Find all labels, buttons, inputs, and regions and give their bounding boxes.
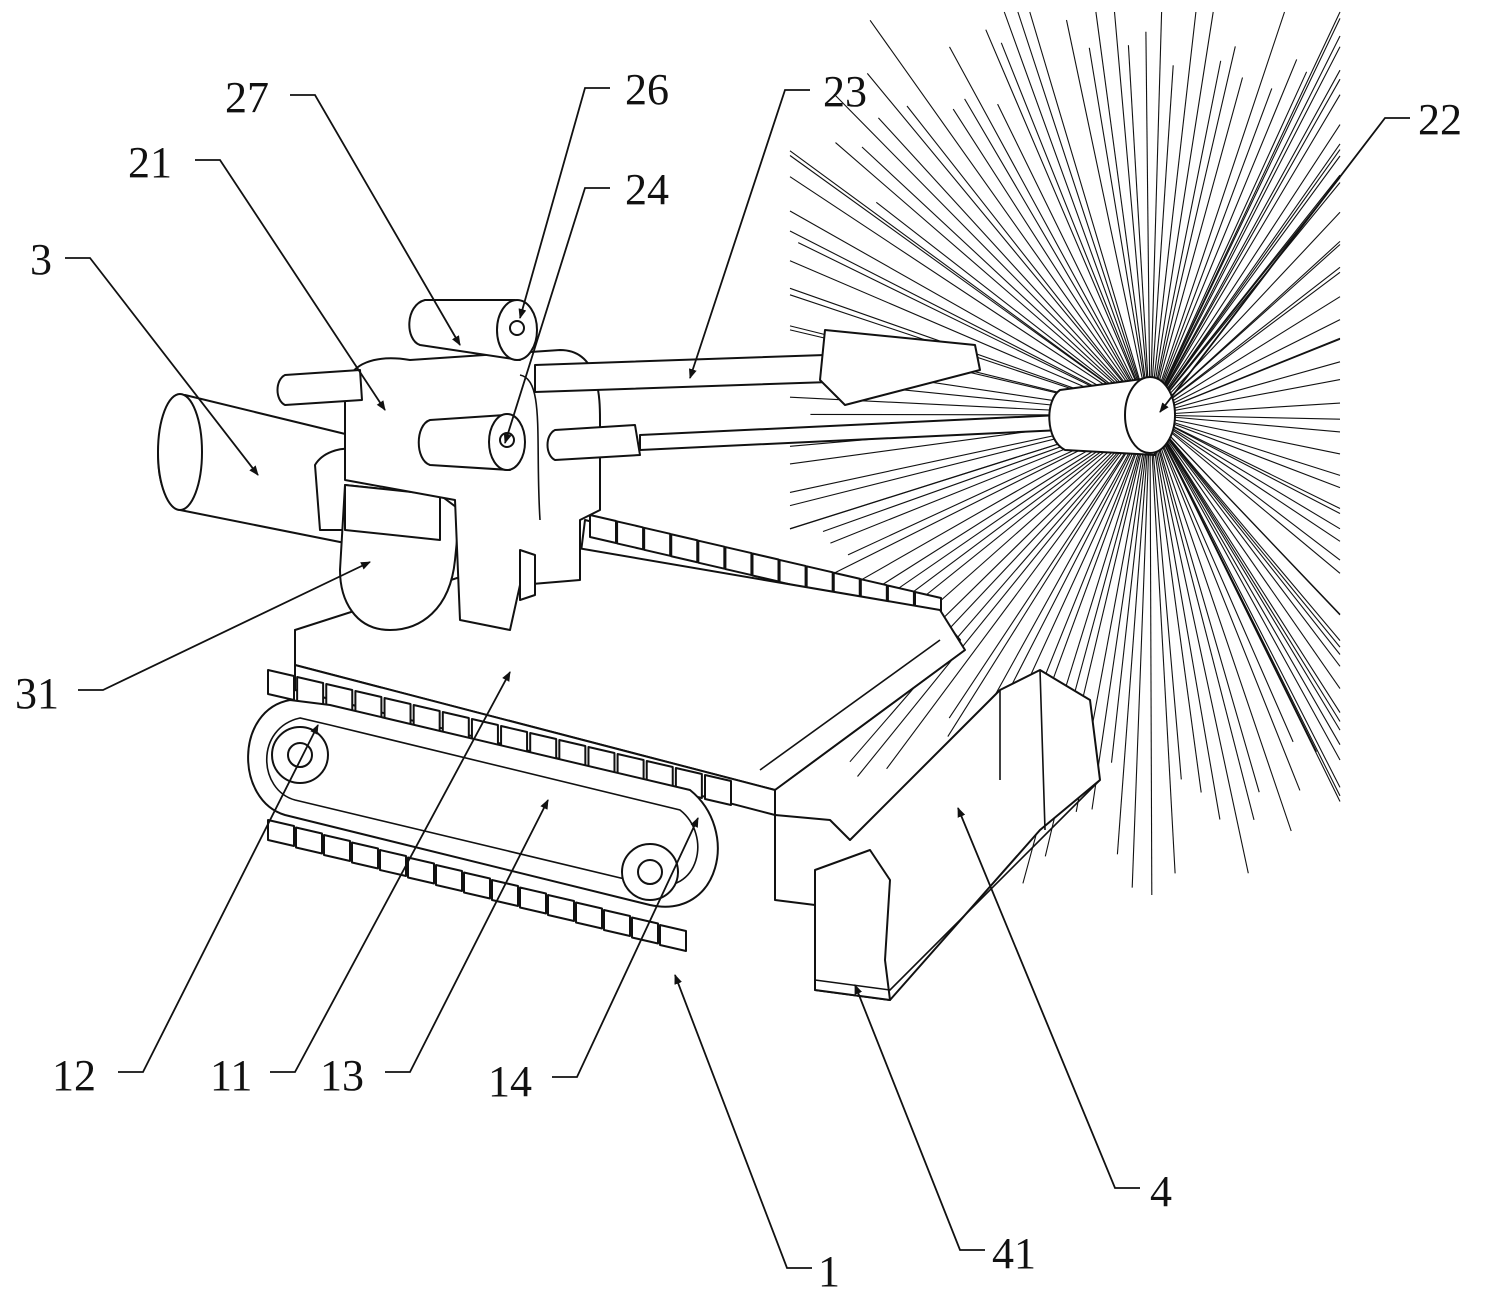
motor-cylinder xyxy=(157,393,371,546)
leader-lines xyxy=(65,87,1410,1269)
front-cylinder xyxy=(417,413,526,471)
upper-rod xyxy=(534,329,981,406)
arm-housing xyxy=(344,349,601,631)
ref-31: 31 xyxy=(15,669,59,718)
ref-13: 13 xyxy=(320,1051,364,1100)
brush-hub xyxy=(1048,376,1176,456)
ref-14: 14 xyxy=(488,1057,532,1106)
ref-3: 3 xyxy=(30,235,52,284)
ref-1: 1 xyxy=(818,1247,840,1296)
ref-4: 4 xyxy=(1150,1167,1172,1216)
ref-23: 23 xyxy=(823,67,867,116)
ref-22: 22 xyxy=(1418,95,1462,144)
rear-rod xyxy=(276,369,363,406)
top-cylinder xyxy=(408,299,538,361)
ref-41: 41 xyxy=(992,1229,1036,1278)
ref-11: 11 xyxy=(210,1051,252,1100)
reference-labels: 27 26 23 22 21 24 3 31 12 11 13 14 1 41 … xyxy=(15,65,1462,1296)
ref-21: 21 xyxy=(128,138,172,187)
ref-24: 24 xyxy=(625,165,669,214)
near-track xyxy=(247,669,732,952)
ref-12: 12 xyxy=(52,1051,96,1100)
ref-27: 27 xyxy=(225,73,269,122)
ref-26: 26 xyxy=(625,65,669,114)
collector-scoop xyxy=(774,669,1101,1001)
